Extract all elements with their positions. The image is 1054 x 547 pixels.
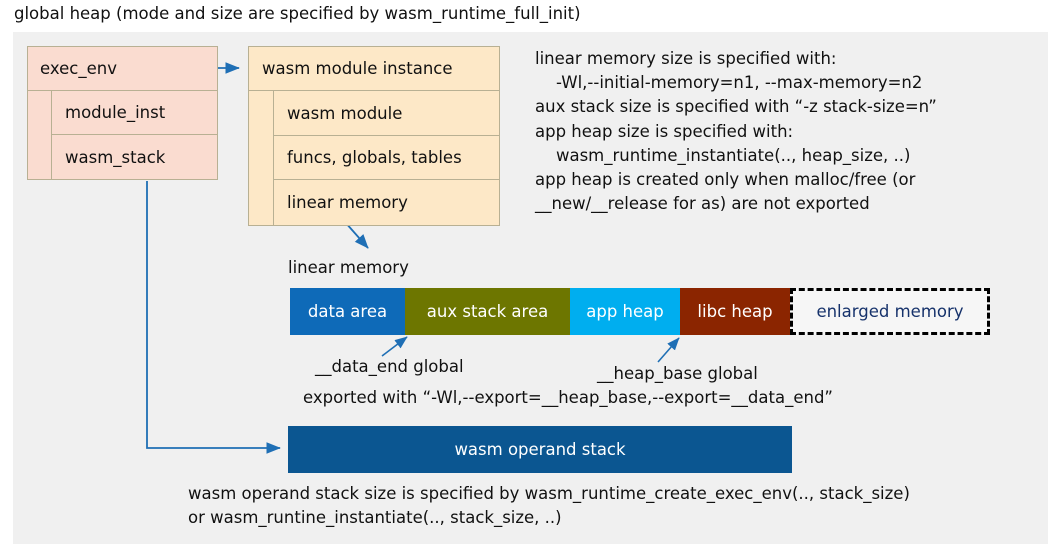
wasm-operand-stack-bar: wasm operand stack [288, 426, 792, 473]
wasm-module-instance-gutter [248, 90, 274, 226]
memory-segment-enlarged-memory: enlarged memory [790, 288, 990, 335]
annotation-exported-with: exported with “-Wl,--export=__heap_base,… [303, 388, 833, 407]
linear-memory-options-note: linear memory size is specified with: -W… [535, 49, 937, 214]
memory-segment-libc-heap: libc heap [680, 288, 790, 335]
instance-field-funcs-globals-tables: funcs, globals, tables [273, 135, 500, 180]
wasm-module-instance-header: wasm module instance [248, 46, 500, 91]
annotation-data-end: __data_end global [315, 357, 464, 376]
linear-memory-strip-label: linear memory [288, 258, 409, 277]
annotation-heap-base: __heap_base global [597, 364, 758, 383]
instance-field-wasm-module: wasm module [273, 90, 500, 136]
memory-segment-data-area: data area [290, 288, 405, 335]
page-title: global heap (mode and size are specified… [14, 4, 581, 23]
instance-field-linear-memory: linear memory [273, 179, 500, 226]
exec-env-gutter [27, 90, 52, 180]
exec-env-field-module-inst: module_inst [51, 90, 218, 135]
exec-env-header: exec_env [27, 46, 218, 91]
memory-segment-app-heap: app heap [570, 288, 680, 335]
operand-stack-note: wasm operand stack size is specified by … [188, 484, 910, 528]
exec-env-field-wasm-stack: wasm_stack [51, 134, 218, 180]
memory-segment-aux-stack-area: aux stack area [405, 288, 570, 335]
